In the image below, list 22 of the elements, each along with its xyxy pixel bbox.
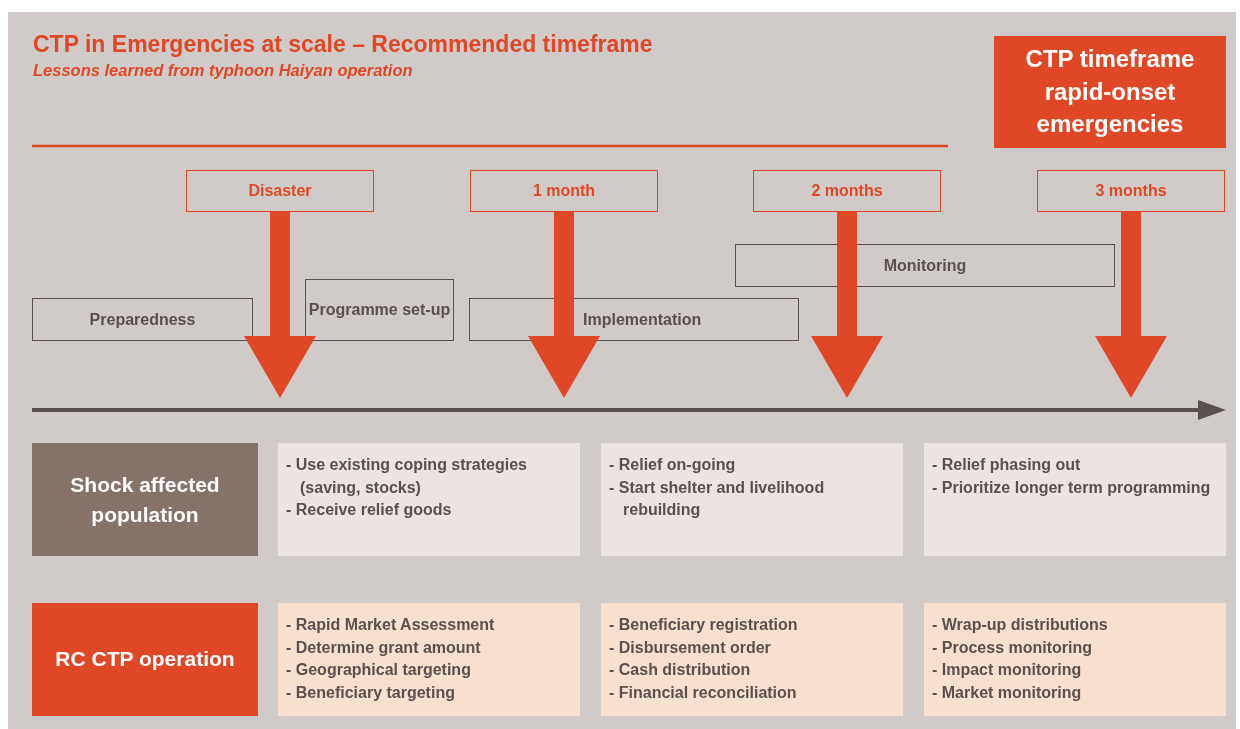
title: CTP in Emergencies at scale – Recommended timeframe xyxy=(33,31,653,58)
time-marker-box: Disaster xyxy=(186,170,374,212)
phase-box: Programme set-up xyxy=(305,279,454,341)
down-arrow xyxy=(528,212,600,398)
title-box: CTP timeframe rapid-onset emergencies xyxy=(994,36,1226,148)
content-cell: - Relief phasing out - Prioritize longer term programming xyxy=(924,443,1226,556)
content-cell: - Beneficiary registration - Disbursement order - Cash distribution - Financial reconciliation xyxy=(601,603,903,716)
subtitle: Lessons learned from typhoon Haiyan operation xyxy=(33,61,413,80)
row-header: Shock affected population xyxy=(32,443,258,556)
time-marker-box: 1 month xyxy=(470,170,658,212)
phase-box: Monitoring xyxy=(735,244,1115,287)
time-marker-box: 3 months xyxy=(1037,170,1225,212)
content-cell: - Rapid Market Assessment - Determine grant amount - Geographical targeting - Beneficiary targeting xyxy=(278,603,580,716)
content-cell: - Relief on-going - Start shelter and livelihood rebuilding xyxy=(601,443,903,556)
down-arrow xyxy=(244,212,316,398)
time-marker-box: 2 months xyxy=(753,170,941,212)
down-arrow xyxy=(1095,212,1167,398)
content-cell: - Wrap-up distributions - Process monitoring - Impact monitoring - Market monitoring xyxy=(924,603,1226,716)
row-header: RC CTP operation xyxy=(32,603,258,716)
content-cell: - Use existing coping strategies (saving, stocks) - Receive relief goods xyxy=(278,443,580,556)
phase-box: Preparedness xyxy=(32,298,253,341)
down-arrow xyxy=(811,212,883,398)
